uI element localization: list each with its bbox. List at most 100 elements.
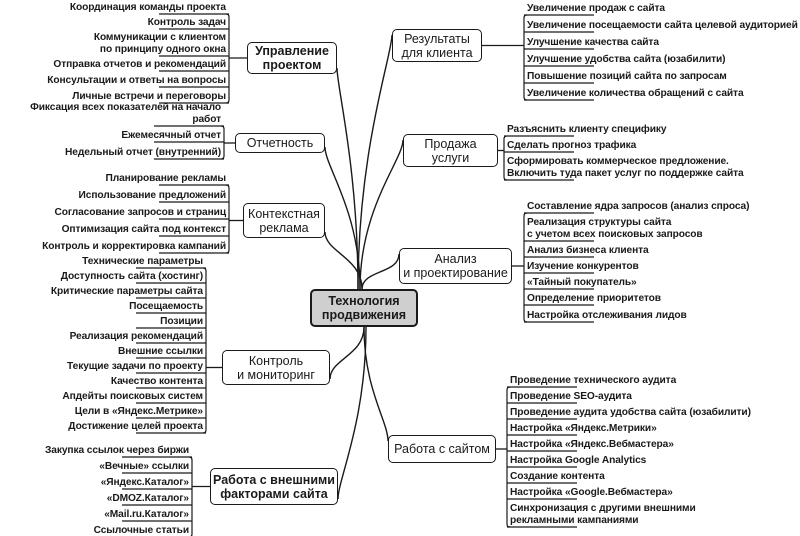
leaf-item[interactable]: Посещаемость <box>129 299 203 312</box>
leaf-item[interactable]: Использование предложений <box>78 186 227 201</box>
leaf-item-label: Повышение позиций сайта по запросам <box>527 70 727 82</box>
leaf-item-label: Настройка «Яндекс.Вебмастера» <box>510 438 674 450</box>
leaf-item[interactable]: «Вечные» ссылки <box>99 458 189 472</box>
leaf-item[interactable]: Разъяснить клиенту специфику <box>507 121 667 135</box>
leaf-item[interactable]: Реализация рекомендаций <box>70 329 204 342</box>
leaf-item[interactable]: Оптимизация сайта под контекст <box>62 220 226 235</box>
center-to-branch-curve <box>357 34 393 290</box>
leaf-item[interactable]: Качество контента <box>111 374 203 387</box>
leaf-item-label: Составление ядра запросов (анализ спроса… <box>527 200 750 212</box>
leaf-item[interactable]: Ежемесячный отчет <box>121 127 221 141</box>
leaf-item[interactable]: Сделать прогноз трафика <box>507 137 636 151</box>
leaf-item[interactable]: Внешние ссылки <box>118 344 203 357</box>
leaf-item[interactable]: Создание контента <box>510 468 605 482</box>
leaf-item[interactable]: Закупка ссылок через биржи <box>45 442 189 456</box>
leaf-item[interactable]: Критические параметры сайта <box>51 284 203 297</box>
leaf-item-label: Контроль задач <box>147 16 226 28</box>
branch-node-service-sales[interactable]: Продажа услуги <box>403 134 498 167</box>
leaf-item[interactable]: Достижение целей проекта <box>68 419 203 432</box>
leaf-item[interactable]: Настройка отслеживания лидов <box>527 306 687 321</box>
branch-node-context-ads[interactable]: Контекстная реклама <box>243 203 325 238</box>
leaf-item-label: Проведение SEO-аудита <box>510 390 632 402</box>
center-to-branch-curve <box>363 326 389 442</box>
leaf-item[interactable]: Настройка «Яндекс.Вебмастера» <box>510 436 674 450</box>
leaf-item-label: Реализация структуры сайта с учетом всех… <box>527 217 703 240</box>
leaf-item[interactable]: Улучшение качества сайта <box>527 33 659 48</box>
leaf-item[interactable]: Проведение аудита удобства сайта (юзабил… <box>510 404 751 418</box>
leaf-item[interactable]: Реализация структуры сайта с учетом всех… <box>527 214 703 240</box>
leaf-item[interactable]: Анализ бизнеса клиента <box>527 242 649 256</box>
leaf-bracket <box>202 267 207 434</box>
leaf-item[interactable]: Согласование запросов и страниц <box>54 203 226 218</box>
leaf-item[interactable]: Настройка Google Analytics <box>510 452 646 466</box>
center-to-branch-curve <box>329 326 365 380</box>
leaf-item[interactable]: Ссылочные статьи <box>94 522 190 536</box>
leaf-item[interactable]: Цели в «Яндекс.Метрике» <box>75 404 203 417</box>
leaf-item-label: Проведение технического аудита <box>510 374 677 386</box>
leaf-item[interactable]: Увеличение количества обращений с сайта <box>527 84 744 99</box>
branch-node-project-management[interactable]: Управление проектом <box>247 42 337 74</box>
leaf-item[interactable]: Личные встречи и переговоры <box>72 88 226 102</box>
branch-node-reporting[interactable]: Отчетность <box>235 133 325 153</box>
leaf-item[interactable]: Проведение SEO-аудита <box>510 388 632 402</box>
leaf-item[interactable]: «Mail.ru.Каталог» <box>104 506 189 520</box>
leaf-item[interactable]: «Тайный покупатель» <box>527 274 637 288</box>
leaf-item[interactable]: Сформировать коммерческое предложение. В… <box>507 153 744 179</box>
branch-node-site-work[interactable]: Работа с сайтом <box>388 435 496 463</box>
leaf-item[interactable]: Контроль задач <box>148 15 226 28</box>
leaf-item-label: Цели в «Яндекс.Метрике» <box>74 405 203 417</box>
branch-node-client-results[interactable]: Результаты для клиента <box>392 29 482 62</box>
leaf-item-label: Оптимизация сайта под контекст <box>61 223 226 235</box>
leaf-item-label: Анализ бизнеса клиента <box>527 244 649 256</box>
leaf-item[interactable]: Улучшение удобства сайта (юзабилити) <box>527 50 726 65</box>
leaf-item-label: Разъяснить клиенту специфику <box>507 123 667 135</box>
leaf-item[interactable]: Коммуникации с клиентом по принципу одно… <box>94 30 226 55</box>
leaf-item[interactable]: Увеличение посещаемости сайта целевой ау… <box>527 16 798 31</box>
leaf-item[interactable]: Фиксация всех показателей на начало рабо… <box>0 102 221 125</box>
leaf-item-label: «Яндекс.Каталог» <box>100 476 189 488</box>
leaf-item[interactable]: «Яндекс.Каталог» <box>101 474 189 488</box>
leaf-item-label: Улучшение удобства сайта (юзабилити) <box>527 53 726 65</box>
leaf-item[interactable]: Позиции <box>160 314 203 327</box>
branch-node-analysis-design[interactable]: Анализ и проектирование <box>399 248 512 284</box>
leaf-item[interactable]: Изучение конкурентов <box>527 258 639 272</box>
leaf-item[interactable]: Технические параметры <box>82 254 203 267</box>
leaf-item-label: Критические параметры сайта <box>50 285 203 297</box>
leaf-item[interactable]: Координация команды проекта <box>70 0 226 13</box>
leaf-item[interactable]: Апдейты поисковых систем <box>62 389 203 402</box>
leaf-item[interactable]: Повышение позиций сайта по запросам <box>527 67 727 82</box>
central-node[interactable]: Технология продвижения <box>310 289 418 327</box>
branch-node-monitoring[interactable]: Контроль и мониторинг <box>222 350 330 385</box>
leaf-item-label: «DMOZ.Каталог» <box>106 492 189 504</box>
leaf-item-label: Настройка отслеживания лидов <box>527 309 687 321</box>
leaf-item-label: Использование предложений <box>78 189 227 201</box>
leaf-item-label: Увеличение количества обращений с сайта <box>527 87 744 99</box>
leaf-item-label: «Mail.ru.Каталог» <box>104 508 189 520</box>
leaf-item[interactable]: «DMOZ.Каталог» <box>107 490 189 504</box>
leaf-item-label: Сделать прогноз трафика <box>507 139 637 151</box>
leaf-item[interactable]: Консультации и ответы на вопросы <box>47 72 226 86</box>
leaf-item[interactable]: Настройка «Google.Вебмастера» <box>510 484 673 498</box>
center-to-branch-curve <box>359 139 404 290</box>
leaf-item[interactable]: Проведение технического аудита <box>510 372 676 386</box>
leaf-item-label: Позиции <box>160 315 203 327</box>
leaf-item-label: Качество контента <box>110 375 203 387</box>
leaf-item[interactable]: Недельный отчет (внутренний) <box>65 143 221 158</box>
leaf-item[interactable]: Увеличение продаж с сайта <box>527 0 665 14</box>
leaf-item[interactable]: Доступность сайта (хостинг) <box>61 269 203 282</box>
leaf-item-label: Создание контента <box>510 470 605 482</box>
leaf-item-label: «Тайный покупатель» <box>527 276 637 288</box>
branch-node-external-factors[interactable]: Работа с внешними факторами сайта <box>210 468 338 505</box>
leaf-item[interactable]: Текущие задачи по проекту <box>67 359 203 372</box>
leaf-item[interactable]: Составление ядра запросов (анализ спроса… <box>527 198 749 212</box>
center-to-branch-curve <box>361 253 400 290</box>
leaf-item[interactable]: Контроль и корректировка кампаний <box>42 237 226 252</box>
leaf-item-label: Консультации и ответы на вопросы <box>47 74 226 86</box>
leaf-item[interactable]: Планирование рекламы <box>105 169 226 184</box>
leaf-item[interactable]: Отправка отчетов и рекомендаций <box>53 57 226 70</box>
leaf-item[interactable]: Настройка «Яндекс.Метрики» <box>510 420 657 434</box>
leaf-item-label: Координация команды проекта <box>69 1 226 13</box>
leaf-item[interactable]: Синхронизация с другими внешними рекламн… <box>510 500 696 526</box>
leaf-item[interactable]: Определение приоритетов <box>527 290 661 304</box>
leaf-item-label: Контроль и корректировка кампаний <box>42 240 226 252</box>
